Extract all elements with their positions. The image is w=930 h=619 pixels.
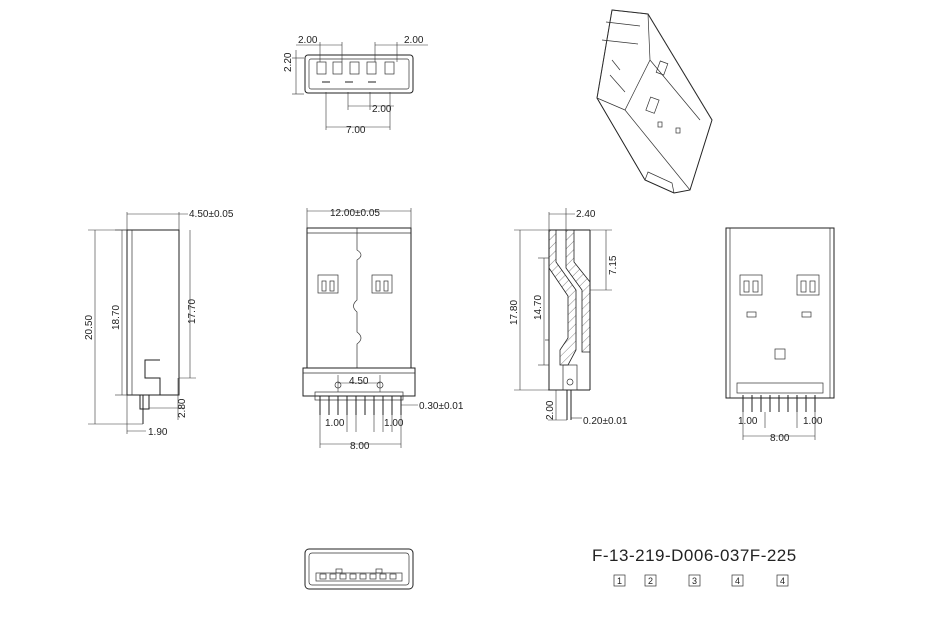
code-box-4: 4 — [731, 574, 744, 587]
dim-pin-span: 8.00 — [350, 441, 370, 452]
rear-pins — [742, 395, 816, 412]
rear-dim-pitch-right: 1.00 — [803, 416, 823, 427]
dim-top: 2.40 — [576, 209, 596, 220]
dim-pitch-right: 1.00 — [384, 418, 404, 429]
dim-pin: 2.00 — [545, 400, 556, 420]
dim-pitch-left: 1.00 — [325, 418, 345, 429]
dim-total: 17.80 — [509, 300, 520, 325]
isometric-view — [596, 9, 713, 194]
dim-pin-offset: 1.90 — [148, 427, 168, 438]
dim-body-length: 18.70 — [111, 305, 122, 330]
bottom-view — [304, 548, 414, 590]
svg-text:4: 4 — [735, 576, 740, 586]
side-view: 4.50±0.05 20.50 18.70 17.70 2.80 1.90 — [84, 209, 234, 438]
dim-pin-length: 2.80 — [177, 398, 188, 418]
svg-text:1: 1 — [617, 576, 622, 586]
dim-width: 12.00±0.05 — [330, 208, 380, 219]
part-number: F-13-219-D006-037F-225 — [592, 546, 797, 565]
top-view: 2.00 2.00 2.20 2.00 7.00 — [283, 35, 428, 136]
rear-dim-pitch-left: 1.00 — [738, 416, 758, 427]
dim-shell-length: 17.70 — [187, 299, 198, 324]
dim-total-length: 20.50 — [84, 315, 95, 340]
dim-left-pitch: 2.00 — [298, 35, 318, 46]
dim-pin-thickness: 0.20±0.01 — [583, 416, 628, 427]
dim-upper: 7.15 — [608, 255, 619, 275]
code-box-5: 4 — [776, 574, 789, 587]
dim-right-pitch: 2.00 — [404, 35, 424, 46]
front-view: 12.00±0.05 4.50 0.30±0.01 1.00 1.00 8.00 — [302, 208, 464, 452]
code-box-2: 2 — [644, 574, 657, 587]
svg-text:4: 4 — [780, 576, 785, 586]
dim-inner: 2.00 — [372, 104, 392, 115]
rear-view: 1.00 1.00 8.00 — [725, 227, 835, 444]
rear-dim-pin-span: 8.00 — [770, 433, 790, 444]
part-number-block: F-13-219-D006-037F-225 1 2 3 4 4 — [592, 546, 797, 587]
dim-thickness: 4.50±0.05 — [189, 209, 234, 220]
code-box-3: 3 — [688, 574, 701, 587]
dim-post-spacing: 4.50 — [349, 376, 369, 387]
dim-total: 7.00 — [346, 125, 366, 136]
svg-text:3: 3 — [692, 576, 697, 586]
svg-text:2: 2 — [648, 576, 653, 586]
dim-height: 2.20 — [283, 52, 294, 72]
dim-pin-width: 0.30±0.01 — [419, 401, 464, 412]
code-box-1: 1 — [613, 574, 626, 587]
section-view: 2.40 7.15 17.80 14.70 2.00 0.20±0.01 — [509, 208, 628, 427]
dim-inner: 14.70 — [533, 295, 544, 320]
front-pins — [319, 396, 402, 415]
